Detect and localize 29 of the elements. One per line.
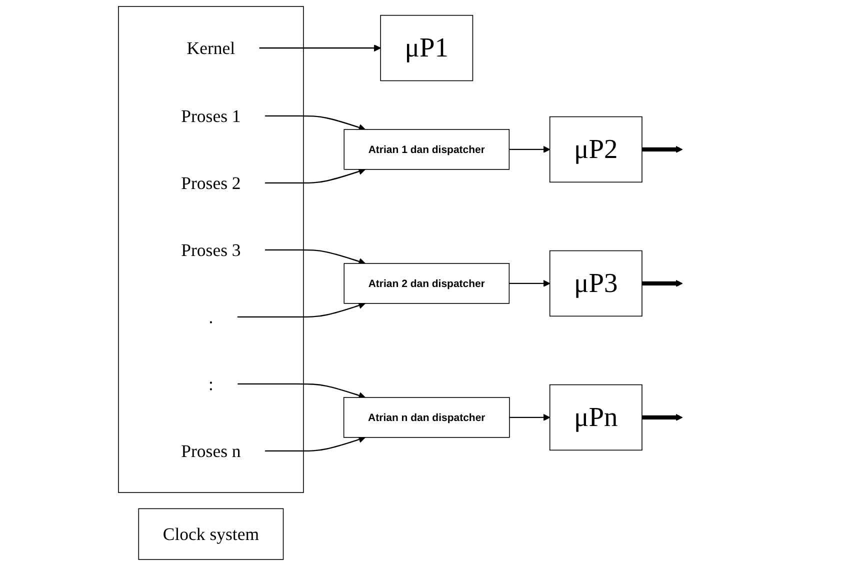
arrow [642,146,683,153]
arrow [509,146,550,153]
node-box: μP3 [549,250,642,317]
node-text: Kernel [186,38,235,58]
node-box: Atrian 2 dan dispatcher [344,263,510,304]
arrow [509,280,550,287]
node-text: Proses n [180,440,241,462]
node-box: Clock system [138,508,284,560]
node-text: Proses 3 [180,240,241,260]
arrow [264,249,366,265]
arrow [237,302,366,318]
node-text: Proses 2 [180,172,241,194]
node-text: : [208,374,214,394]
node-box: μPn [549,384,642,451]
cluster [118,6,304,493]
node-box: Atrian n dan dispatcher [343,397,510,438]
arrow [264,168,366,184]
node-box: Atrian 1 dan dispatcher [344,129,510,170]
node-text: Proses 1 [180,106,241,126]
arrow [509,414,550,421]
arrow [238,383,366,399]
node-box: μP1 [380,14,473,82]
arrow [264,115,366,131]
arrow [259,44,381,52]
arrow [642,414,683,421]
arrow [264,436,366,452]
node-text: . [208,306,214,328]
arrow [642,280,683,287]
node-box: μP2 [549,116,642,183]
